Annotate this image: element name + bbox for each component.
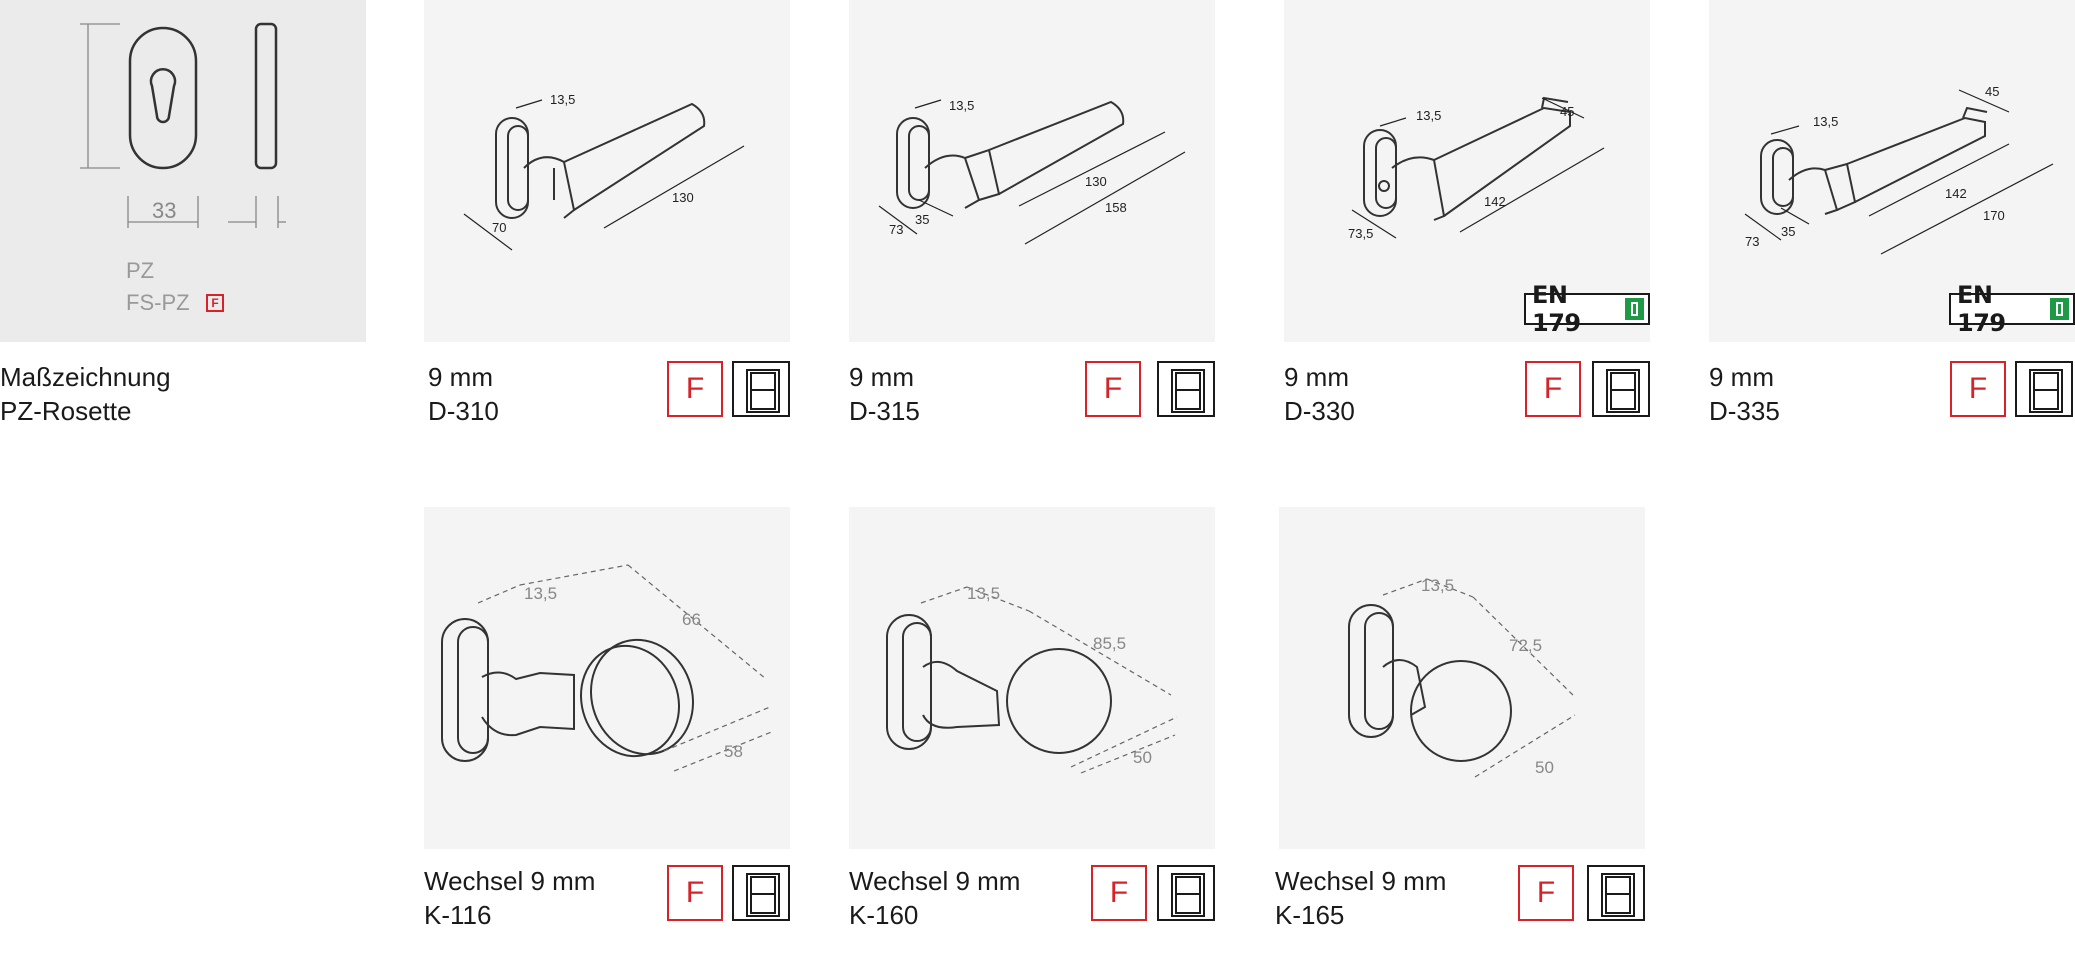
en179-label-d-335: EN 179 [1957,281,2006,337]
dim-d-315-0: 13,5 [949,98,974,113]
size-k-116: Wechsel 9 mm [424,866,596,896]
product-image-d-310[interactable]: 13,5 70 130 [424,0,790,342]
dim-k-165-1: 72,5 [1509,636,1542,655]
dim-d-335-0: 13,5 [1813,114,1838,129]
dim-k-116-1: 66 [682,610,701,629]
caption-k-165: Wechsel 9 mm K-165 [1275,864,1446,932]
rosette-label-fs-pz: FS-PZ [126,290,190,315]
fire-badge-d-330: F [1525,361,1581,417]
rosette-label-pz: PZ [126,258,155,283]
door-icon-d-335 [2015,361,2073,417]
dim-d-330-0: 13,5 [1416,108,1441,123]
dim-d-310-0: 13,5 [550,92,575,107]
product-image-k-160[interactable]: 13,5 85,5 50 [849,507,1215,849]
model-d-315: D-315 [849,396,920,426]
caption-k-116: Wechsel 9 mm K-116 [424,864,595,932]
dim-d-335-4: 142 [1945,186,1967,201]
fire-badge-k-116: F [667,865,723,921]
product-image-d-335[interactable]: 13,5 73 35 45 142 170 EN 179 [1709,0,2075,342]
fire-protection-mini-badge: F [206,294,224,312]
product-image-d-315[interactable]: 13,5 73 35 130 158 [849,0,1215,342]
dim-d-315-1: 73 [889,222,903,237]
door-icon-k-165 [1587,865,1645,921]
handle-drawing-d-335: 13,5 73 35 45 142 170 [1744,84,2054,255]
fire-badge-d-315: F [1085,361,1141,417]
en179-label-d-330: EN 179 [1532,281,1581,337]
dim-d-335-5: 170 [1983,208,2005,223]
dim-d-335-3: 45 [1985,84,1999,99]
dim-d-335-1: 73 [1745,234,1759,249]
knob-drawing-k-165: 13,5 72,5 50 [1348,576,1576,778]
rosette-width-dimension: 33 [152,198,176,223]
dim-k-116-0: 13,5 [524,584,557,603]
caption-d-310: 9 mm D-310 [428,360,499,428]
rosette-drawing: 33 [80,22,286,228]
emergency-exit-icon [2050,298,2069,320]
rosette-caption: Maßzeichnung PZ-Rosette [0,360,171,428]
dim-d-315-4: 158 [1105,200,1127,215]
fire-badge-d-335: F [1950,361,2006,417]
door-icon-d-310 [732,361,790,417]
dim-d-330-3: 142 [1484,194,1506,209]
fire-badge-k-165: F [1518,865,1574,921]
size-d-310: 9 mm [428,362,493,392]
product-image-k-116[interactable]: 13,5 66 58 [424,507,790,849]
knob-drawing-k-116: 13,5 66 58 [441,564,775,772]
dim-k-160-0: 13,5 [967,584,1000,603]
model-k-116: K-116 [424,900,492,930]
caption-d-330: 9 mm D-330 [1284,360,1355,428]
fire-badge-k-160: F [1091,865,1147,921]
rosette-caption-line-1: Maßzeichnung [0,362,171,392]
dim-d-310-2: 130 [672,190,694,205]
product-image-d-330[interactable]: 13,5 73,5 45 142 EN 179 [1284,0,1650,342]
door-icon-d-330 [1592,361,1650,417]
en179-badge-d-330: EN 179 [1524,281,1650,337]
dim-d-335-2: 35 [1781,224,1795,239]
dim-k-165-2: 50 [1535,758,1554,777]
rosette-drawing-panel: 33 PZ FS-PZ F [0,0,366,342]
size-k-165: Wechsel 9 mm [1275,866,1447,896]
fire-badge-d-310: F [667,361,723,417]
en179-badge-d-335: EN 179 [1949,281,2075,337]
dim-d-330-1: 73,5 [1348,226,1373,241]
door-icon-k-116 [732,865,790,921]
handle-drawing-d-310: 13,5 70 130 [463,92,745,251]
door-icon-k-160 [1157,865,1215,921]
handle-drawing-d-315: 13,5 73 35 130 158 [878,98,1186,245]
size-d-315: 9 mm [849,362,914,392]
dim-k-165-0: 13,5 [1421,576,1454,595]
door-icon-d-315 [1157,361,1215,417]
dim-d-310-1: 70 [492,220,506,235]
model-k-165: K-165 [1275,900,1345,930]
model-d-335: D-335 [1709,396,1780,426]
caption-k-160: Wechsel 9 mm K-160 [849,864,1020,932]
model-d-330: D-330 [1284,396,1355,426]
model-k-160: K-160 [849,900,919,930]
dim-d-330-2: 45 [1560,104,1574,119]
size-d-330: 9 mm [1284,362,1349,392]
rosette-caption-line-2: PZ-Rosette [0,396,132,426]
caption-d-315: 9 mm D-315 [849,360,920,428]
size-k-160: Wechsel 9 mm [849,866,1021,896]
dim-k-116-2: 58 [724,742,743,761]
size-d-335: 9 mm [1709,362,1774,392]
product-image-k-165[interactable]: 13,5 72,5 50 [1279,507,1645,849]
dim-d-315-2: 35 [915,212,929,227]
caption-d-335: 9 mm D-335 [1709,360,1780,428]
dim-d-315-3: 130 [1085,174,1107,189]
dim-k-160-2: 50 [1133,748,1152,767]
knob-drawing-k-160: 13,5 85,5 50 [886,584,1178,774]
emergency-exit-icon [1625,298,1644,320]
dim-k-160-1: 85,5 [1093,634,1126,653]
model-d-310: D-310 [428,396,499,426]
handle-drawing-d-330: 13,5 73,5 45 142 [1348,96,1605,241]
